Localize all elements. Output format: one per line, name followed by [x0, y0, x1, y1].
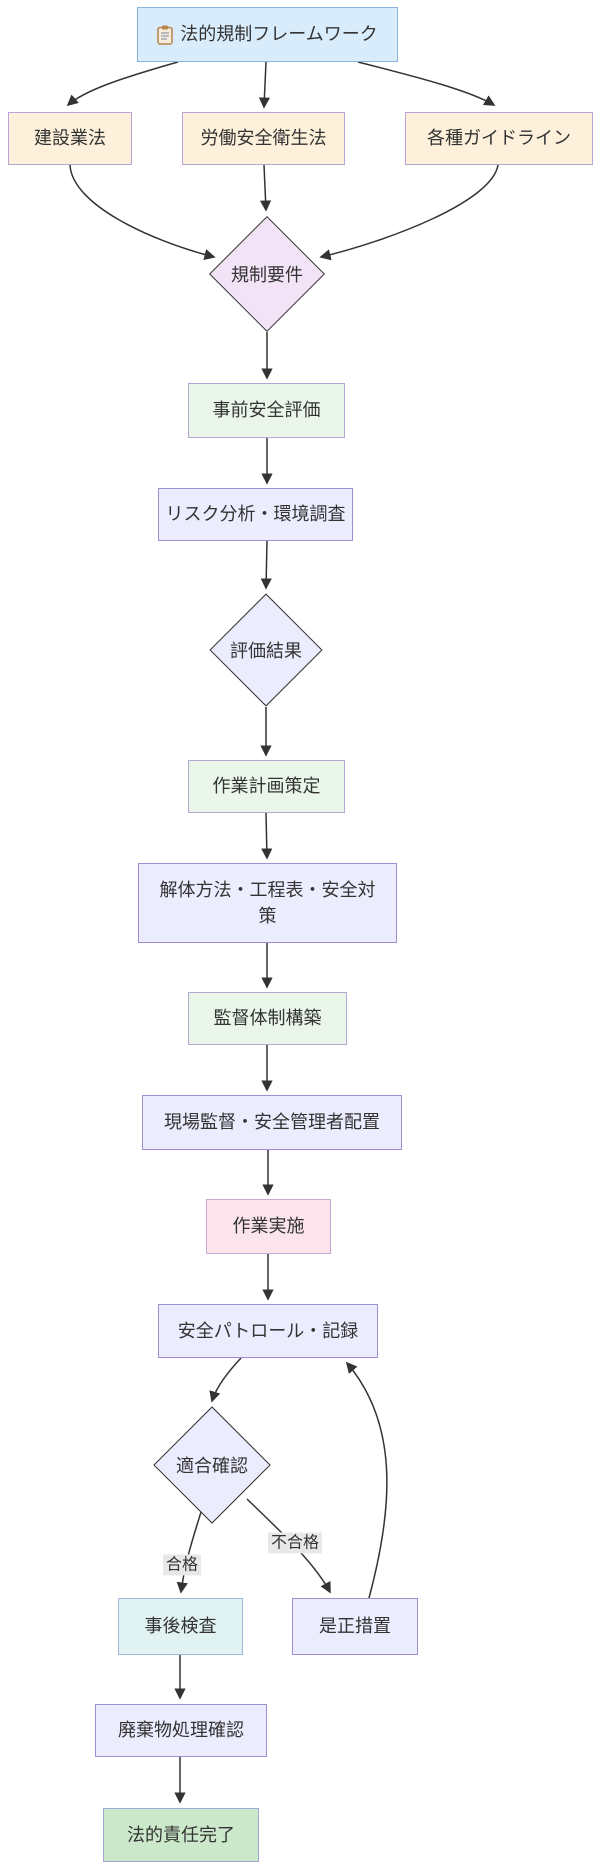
node-label: 規制要件: [231, 265, 303, 285]
node-zesei: 是正措置: [292, 1598, 418, 1655]
node-label: 法的規制フレームワーク: [180, 24, 378, 45]
node-label: 労働安全衛生法: [200, 128, 327, 149]
node-label: 現場監督・安全管理者配置: [164, 1112, 380, 1133]
node-jigo: 事後検査: [118, 1598, 243, 1655]
edge-risk-hyouka: [260, 540, 272, 590]
edge-tekigou-jigo: [176, 1511, 202, 1594]
node-label: リスク分析・環境調査: [165, 504, 346, 525]
node-label: 監督体制構築: [213, 1008, 322, 1029]
node-legal-framework: 法的規制フレームワーク: [137, 7, 398, 62]
node-label: 評価結果: [230, 641, 302, 661]
node-houteki: 法的責任完了: [103, 1808, 259, 1862]
node-label: 各種ガイドライン: [427, 128, 571, 149]
node-kaitai: 解体方法・工程表・安全対 策: [138, 863, 397, 943]
edge-patrol-tekigou: [209, 1357, 242, 1403]
node-kantoku: 監督体制構築: [188, 992, 347, 1045]
node-label: 建設業法: [34, 128, 106, 149]
node-label: 作業計画策定: [212, 776, 321, 797]
node-label: 是正措置: [319, 1616, 391, 1637]
node-label: 作業実施: [232, 1216, 305, 1237]
node-jisshi: 作業実施: [206, 1199, 331, 1254]
node-jizen: 事前安全評価: [188, 383, 345, 438]
edge-roudou-kisei: [259, 164, 272, 212]
node-haiki: 廃棄物処理確認: [95, 1704, 267, 1757]
node-kisei-diamond: 規制要件: [209, 216, 325, 332]
node-label: 適合確認: [176, 1456, 248, 1476]
node-label: 安全パトロール・記録: [177, 1320, 359, 1341]
node-keikaku: 作業計画策定: [188, 760, 345, 813]
node-risk: リスク分析・環境調査: [158, 488, 353, 541]
node-hyouka-diamond: 評価結果: [209, 593, 323, 707]
node-label: 事前安全評価: [212, 400, 321, 421]
node-tekigou-diamond: 適合確認: [153, 1406, 271, 1524]
node-genba: 現場監督・安全管理者配置: [142, 1095, 402, 1150]
edge-guideline-kisei: [319, 164, 499, 261]
node-label: 事後検査: [144, 1616, 217, 1637]
edge-framework-kensetsu: [66, 61, 179, 107]
edge-label-fail: 不合格: [267, 1532, 323, 1554]
edge-zesei-patrol: [345, 1361, 388, 1599]
node-roudou: 労働安全衛生法: [182, 112, 345, 165]
clipboard-icon: [157, 25, 174, 45]
edge-framework-roudou: [258, 61, 271, 109]
edge-kensetsu-kisei: [69, 164, 216, 261]
node-label: 廃棄物処理確認: [118, 1720, 244, 1741]
node-patrol: 安全パトロール・記録: [158, 1304, 378, 1358]
node-label: 解体方法・工程表・安全対 策: [159, 879, 376, 926]
node-kensetsu: 建設業法: [8, 112, 132, 165]
edge-label-pass: 合格: [162, 1554, 202, 1576]
node-guideline: 各種ガイドライン: [405, 112, 593, 165]
edge-keikaku-kaitai: [261, 812, 273, 860]
edge-framework-guideline: [357, 61, 496, 106]
node-label: 法的責任完了: [127, 1824, 235, 1845]
